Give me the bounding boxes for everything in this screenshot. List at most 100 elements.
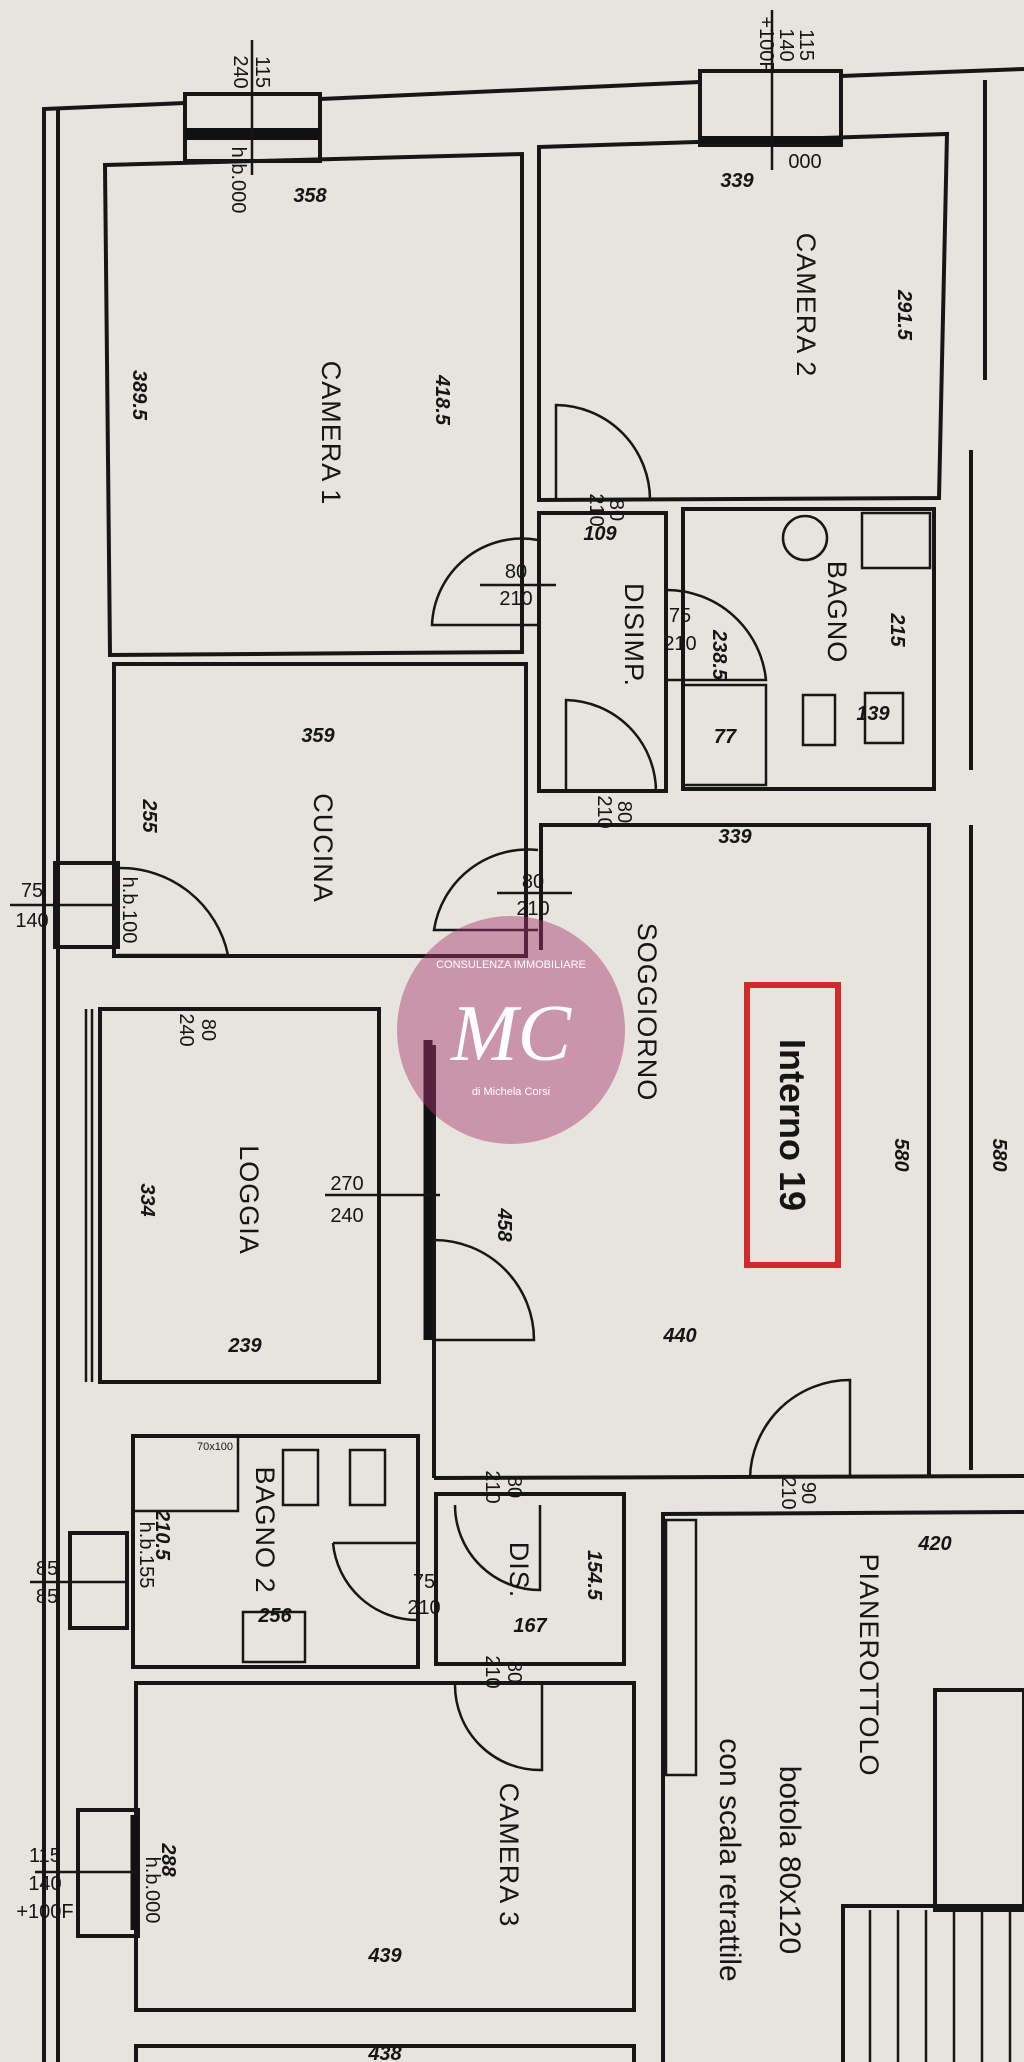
dim: 418.5 [431,374,453,426]
window-label: 75 [21,880,43,902]
dim: 288 [157,1842,179,1877]
door-label: 210 [663,633,696,655]
window-label: 240 [229,55,251,88]
window-labels: 115 240 h.b.000 115 140 +100F 000 75 140… [15,16,821,1923]
window-label: 140 [775,28,797,61]
window-camera2 [698,69,843,147]
dim: 339 [718,826,752,848]
outer-walls [42,67,1024,2062]
door-label: 75 [669,605,691,627]
door-label: 270 [330,1173,363,1195]
stair-steps [841,1904,1024,2062]
window-label: 115 [795,29,817,61]
door-label: 210 [516,898,549,920]
door-label: 210 [499,588,532,610]
door-label: 240 [175,1013,197,1046]
dim: 580 [890,1138,912,1171]
toilet-bagno2-icon [348,1448,387,1507]
room-labels: CAMERA 1 CAMERA 2 DISIMP. BAGNO CUCINA S… [234,233,884,1982]
door-soggiorno [432,848,539,932]
window-label: 140 [28,1873,61,1895]
bidet-icon [801,693,837,747]
dim: 334 [136,1183,158,1216]
door-disimp [564,698,658,792]
door-label: 80 [197,1019,219,1041]
room-name-disimp: DISIMP. [619,583,649,687]
dim: 239 [227,1335,262,1357]
window-label: +100F [755,16,777,73]
window-bagno2 [68,1531,129,1630]
disimp-walls [537,511,668,793]
watermark-top-text: CONSULENZA IMMOBILIARE [436,959,586,971]
door-swings [117,403,852,1772]
watermark-logo: MC CONSULENZA IMMOBILIARE di Michela Cor… [397,916,625,1144]
dis-walls [434,1492,626,1666]
door-label: 240 [330,1205,363,1227]
window-label: +100F [16,1901,73,1923]
door-label: 210 [481,1470,503,1503]
door-label: 210 [481,1655,503,1688]
dim: 420 [917,1533,951,1555]
door-label: 210 [585,493,607,526]
stair-well [933,1688,1024,1912]
door-camera3 [453,1684,544,1772]
dim: 215 [886,612,908,647]
dim: 580 [988,1138,1010,1171]
sink-icon [781,514,829,562]
door-label: 75 [413,1571,435,1593]
door-label: 80 [503,1661,525,1683]
window-label: h.b.000 [227,147,249,214]
door-camera2 [554,403,652,501]
door-label: 80 [522,871,544,893]
dim: 359 [301,725,335,747]
stair-treads [868,1910,1012,2062]
unit-label-box [744,982,841,1268]
door-labels: 80 210 80 210 75 210 80 210 80 210 80 24… [175,493,819,1688]
dim: 256 [257,1605,292,1627]
shower-icon [681,683,768,787]
window-label: 85 [36,1586,58,1608]
pianerottolo-walls [661,1510,1024,2062]
dim: 389.5 [128,370,150,421]
unit-label: Interno 19 [772,1039,813,1211]
dim: 438 [367,2043,402,2062]
dim: 154.5 [583,1550,605,1601]
cucina-walls [112,662,528,958]
door-bagno2 [331,1541,420,1622]
room-name-camera3: CAMERA 3 [494,1783,524,1928]
dim: 77 [714,726,737,748]
window-label: 140 [15,910,48,932]
dim: 358 [293,185,327,207]
room-name-bagno2: BAGNO 2 [250,1466,280,1593]
dim: 291.5 [893,289,915,341]
dim: 255 [138,798,160,833]
window-label: 115 [251,56,273,88]
camera1-walls [102,151,524,658]
window-label: h.b.000 [141,1857,163,1924]
door-label: 80 [503,1476,525,1498]
dim: 440 [662,1325,696,1347]
washing-machine-icon [860,511,932,570]
window-label: h.b.100 [118,877,140,944]
door-dis [453,1504,542,1592]
door-camera1 [430,537,539,627]
dim: 139 [856,703,890,725]
door-label: 80 [505,561,527,583]
dim: 238.5 [708,629,730,681]
door-label: 80 [605,499,627,521]
room-name-camera1: CAMERA 1 [316,361,346,506]
door-label: 90 [797,1482,819,1504]
window-label: 115 [29,1845,61,1867]
dim: 167 [513,1615,547,1637]
windows [10,10,843,1938]
watermark-monogram: MC [450,990,573,1078]
fixtures [131,511,932,1664]
room-name-cucina: CUCINA [308,793,338,903]
hatch-note-line1: botola 80x120 [773,1766,806,1955]
bidet-bagno2-icon [281,1448,320,1507]
room-name-camera2: CAMERA 2 [791,233,821,378]
soggiorno-walls [539,823,931,1478]
dim: 339 [720,170,754,192]
